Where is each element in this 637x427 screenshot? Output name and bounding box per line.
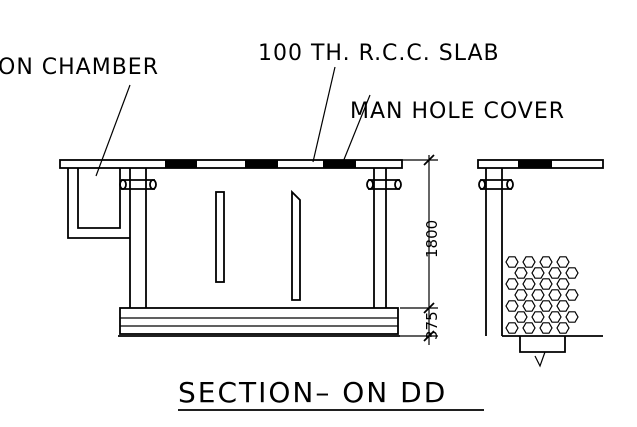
filter-hex [505, 256, 519, 268]
filter-hex [522, 300, 536, 312]
drawing-title: SECTION– ON DD [178, 376, 447, 409]
filter-hex [539, 256, 553, 268]
filter-hex [556, 256, 570, 268]
pipe-left [119, 179, 157, 190]
manhole-cover-left [165, 160, 197, 168]
filter-hex [514, 311, 528, 323]
filter-hex [522, 278, 536, 290]
base-slab [119, 307, 399, 335]
filter-hex [522, 256, 536, 268]
filter-hex [556, 300, 570, 312]
manhole-cover-side [518, 160, 552, 168]
filter-hex [556, 278, 570, 290]
filter-hex [565, 267, 579, 279]
dimension-line [400, 154, 438, 345]
pipe-side [478, 179, 514, 190]
side-section [477, 159, 604, 368]
leader-slab [312, 66, 336, 163]
manhole-cover-mid [245, 160, 278, 168]
filter-hex [548, 311, 562, 323]
pipe-right [366, 179, 402, 190]
label-slab: 100 TH. R.C.C. SLAB [258, 41, 500, 66]
filter-hex [539, 322, 553, 334]
filter-hex [548, 289, 562, 301]
filter-hex [531, 289, 545, 301]
filter-hex [565, 289, 579, 301]
dimension-1800: 1800 [423, 220, 441, 258]
filter-hex [531, 267, 545, 279]
filter-hex [505, 278, 519, 290]
main-section: 1800 375 [59, 66, 441, 345]
baffle-wall-2 [291, 189, 301, 301]
filter-hex [522, 322, 536, 334]
filter-media [505, 256, 579, 334]
manhole-cover-right [323, 160, 356, 168]
inspection-chamber [67, 168, 130, 239]
filter-hex [505, 300, 519, 312]
rcc-slab [59, 159, 403, 169]
filter-hex [539, 278, 553, 290]
label-manhole: MAN HOLE COVER [350, 99, 565, 124]
filter-hex [556, 322, 570, 334]
filter-hex [505, 322, 519, 334]
dimension-375: 375 [423, 311, 441, 340]
filter-hex [539, 300, 553, 312]
leader-manhole [342, 94, 371, 163]
filter-hex [531, 311, 545, 323]
baffle-wall-1 [215, 191, 225, 283]
filter-hex [565, 311, 579, 323]
filter-hex [514, 289, 528, 301]
filter-hex [514, 267, 528, 279]
leader-chamber [95, 84, 131, 177]
label-chamber: ON CHAMBER [0, 55, 159, 80]
filter-hex [548, 267, 562, 279]
